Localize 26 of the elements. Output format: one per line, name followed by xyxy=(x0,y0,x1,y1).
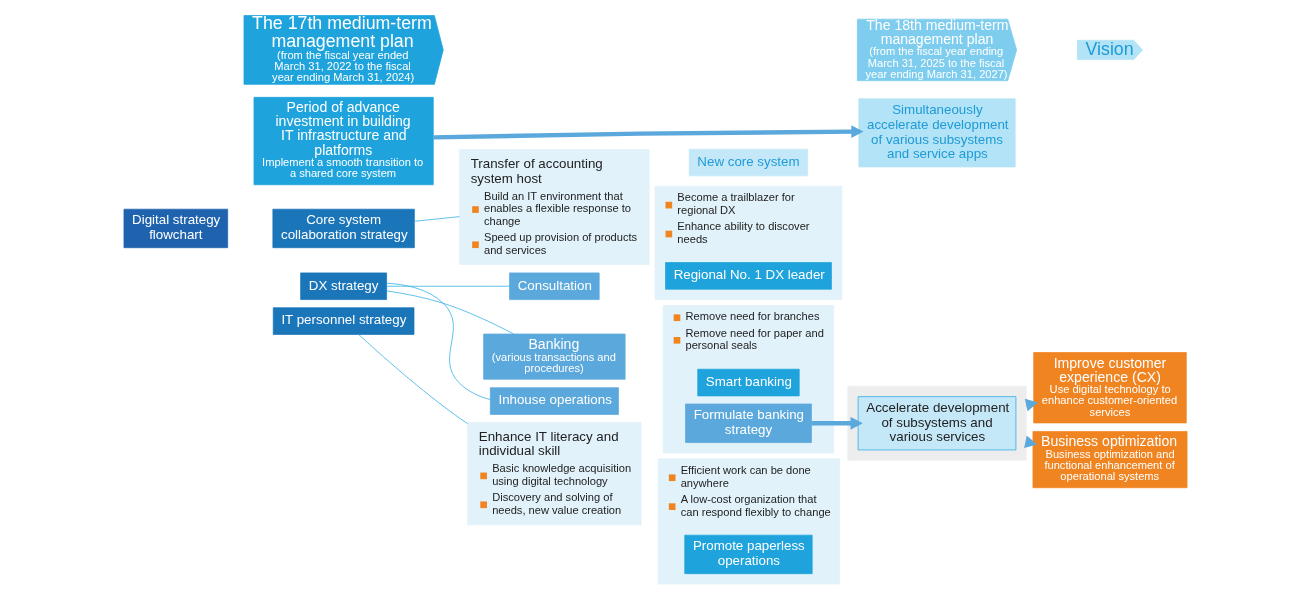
node-box: Improve customer experience (CX) Use digital technology to enhance customer-oriented services xyxy=(1032,352,1187,424)
node-box: Promote paperless operations xyxy=(683,534,813,575)
node-box: Transfer of accounting system host Build an IT environment that enables a flexible response to change Speed up provision of products and services xyxy=(458,149,650,265)
arrow xyxy=(432,125,863,140)
connector xyxy=(357,334,468,425)
node-box: Consultation xyxy=(508,272,600,300)
connector xyxy=(385,290,514,335)
node-box: Regional No. 1 DX leader xyxy=(664,262,832,290)
node-box: Banking (various transactions and procedures) xyxy=(482,333,625,380)
node-box: Business optimization Business optimization and functional enhancement of operational systems xyxy=(1032,431,1187,489)
node-box: IT personnel strategy xyxy=(272,307,414,335)
node-box: Inhouse operations xyxy=(489,387,619,415)
node-box: Smart banking xyxy=(696,368,800,397)
node-box: Simultaneously accelerate development of various subsystems and service apps xyxy=(858,98,1016,168)
node-box: Period of advance investment in building IT infrastructure and platforms Implement a smooth transition to a shared core system xyxy=(253,96,434,186)
connector xyxy=(385,282,491,400)
arrow xyxy=(811,416,863,430)
node-box: Core system collaboration strategy xyxy=(272,208,415,249)
connector xyxy=(413,216,460,222)
node-box: New core system xyxy=(688,148,808,177)
connector xyxy=(385,285,510,287)
node-box: Formulate banking strategy xyxy=(684,403,812,443)
node-box: Enhance IT literacy and individual skill Basic knowledge acquisition using digital technology Discovery and solving of needs, new value creation xyxy=(466,422,641,526)
node-box: Digital strategy flowchart xyxy=(123,208,228,249)
node-box: Accelerate development of subsystems and various services xyxy=(857,396,1016,451)
node-box: DX strategy xyxy=(299,272,387,300)
